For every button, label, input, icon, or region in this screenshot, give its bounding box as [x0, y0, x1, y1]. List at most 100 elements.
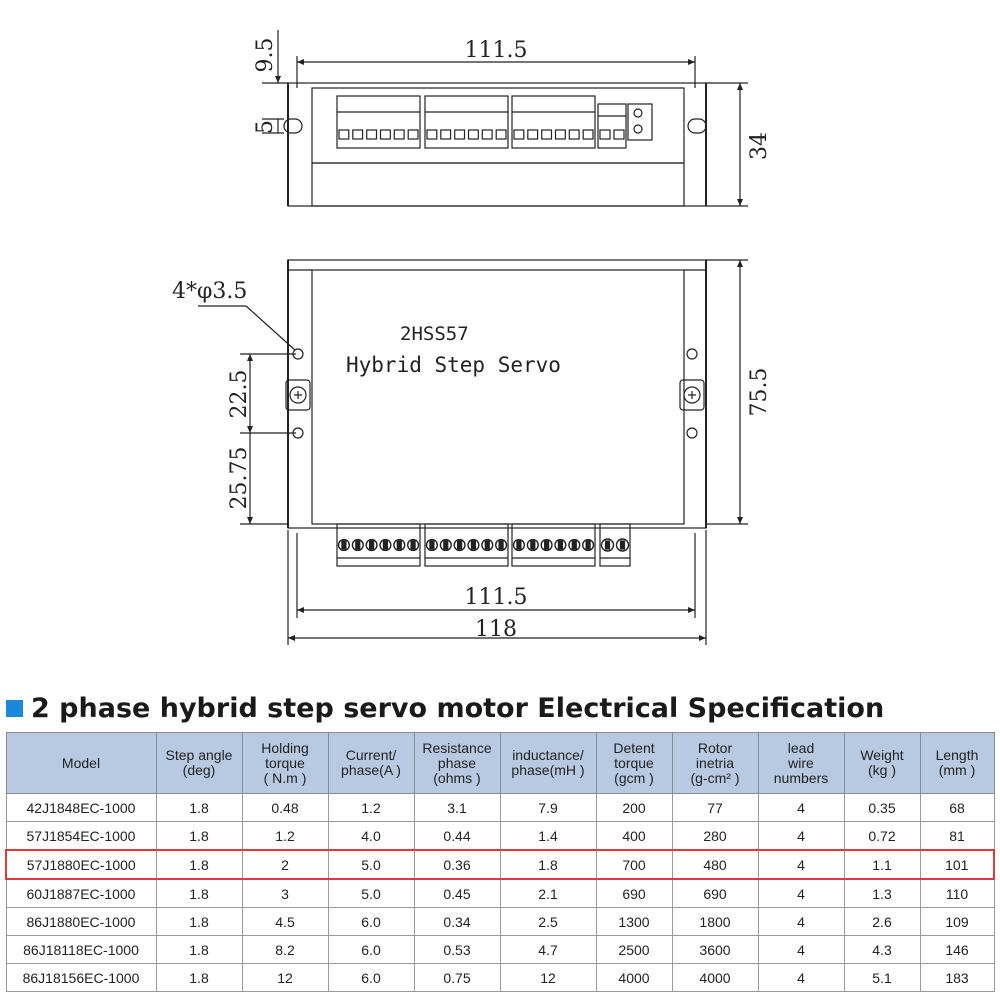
- value-cell: 6.0: [327, 935, 415, 964]
- value-cell: 690: [671, 878, 759, 908]
- terminal-screw: [554, 538, 567, 552]
- model-cell: 42J1848EC-1000: [5, 793, 157, 822]
- value-cell: 12: [499, 963, 597, 992]
- value-cell: 5.0: [327, 878, 415, 908]
- column-header-text: phase(A ): [341, 762, 401, 778]
- value-cell: 4: [757, 907, 845, 936]
- top-height-label: 34: [747, 132, 772, 160]
- terminal-screw: [425, 538, 439, 552]
- value-cell: 1.1: [843, 849, 921, 880]
- value-cell: 1.8: [155, 821, 243, 851]
- value-cell: 4000: [595, 963, 673, 992]
- terminal-screw: [393, 538, 406, 552]
- value-cell: 1.8: [155, 878, 243, 908]
- model-cell: 86J18118EC-1000: [5, 935, 157, 964]
- column-header-text: (mm ): [938, 762, 976, 778]
- terminal-pin: [338, 129, 350, 140]
- value-cell: 0.35: [843, 793, 921, 822]
- value-cell: 0.48: [241, 793, 329, 822]
- spec-heading: 2 phase hybrid step servo motor Electric…: [6, 688, 884, 728]
- terminal-screw: [481, 538, 494, 552]
- value-cell: 1.3: [843, 878, 921, 908]
- terminal-screw: [365, 538, 378, 552]
- column-header: inductance/phase(mH ): [499, 732, 597, 794]
- dimension-drawing: 111.5 9.5 5 34 4*φ3.5 2HSS57 Hybrid Step…: [172, 30, 772, 645]
- slot-label: 5: [253, 120, 278, 134]
- terminal-screw-slot: [457, 540, 463, 550]
- value-cell: 1.4: [499, 821, 597, 851]
- value-cell: 2.1: [499, 878, 597, 908]
- terminal-screw-slot: [619, 540, 626, 550]
- terminal-screw: [615, 538, 630, 552]
- column-header-text: torque: [614, 754, 654, 771]
- value-cell: 1.8: [155, 935, 243, 964]
- column-header-text: torque: [265, 754, 305, 771]
- value-cell: 400: [595, 821, 673, 851]
- terminal-screw-slot: [470, 540, 476, 550]
- spec-title: 2 phase hybrid step servo motor Electric…: [31, 692, 885, 724]
- inner-width-label: 111.5: [465, 585, 528, 610]
- top-width-label: 111.5: [465, 38, 528, 63]
- value-cell: 0.36: [413, 849, 501, 880]
- terminal-pin: [481, 129, 493, 140]
- terminal-screw-slot: [484, 540, 490, 550]
- value-cell: 0.34: [413, 907, 501, 936]
- terminal-pin: [541, 129, 553, 140]
- heading-bullet: [6, 699, 23, 717]
- value-cell: 1.8: [155, 963, 243, 992]
- hole-label: 4*φ3.5: [172, 279, 247, 304]
- value-cell: 0.44: [413, 821, 501, 851]
- value-cell: 183: [919, 963, 995, 992]
- value-cell: 146: [919, 935, 995, 964]
- value-cell: 1.8: [499, 849, 597, 880]
- model-label: 2HSS57: [400, 323, 469, 345]
- terminal-screw-slot: [498, 540, 504, 550]
- value-cell: 1800: [671, 907, 759, 936]
- terminal-screw: [512, 538, 526, 552]
- column-header-text: (ohms ): [433, 769, 481, 786]
- terminal-pin: [613, 129, 625, 140]
- terminal-pin: [467, 129, 479, 140]
- column-header-text: (gcm ): [614, 769, 654, 786]
- terminal-screw: [379, 538, 392, 552]
- value-cell: 4: [757, 849, 845, 880]
- value-cell: 0.45: [413, 878, 501, 908]
- value-cell: 5.0: [327, 849, 415, 880]
- terminal-pin: [366, 129, 378, 140]
- terminal-screw-slot: [369, 540, 375, 550]
- terminal-screw-slot: [410, 540, 416, 550]
- value-cell: 1.2: [241, 821, 329, 851]
- model-cell: 57J1854EC-1000: [5, 821, 157, 851]
- value-cell: 2.6: [843, 907, 921, 936]
- value-cell: 4: [757, 935, 845, 964]
- terminal-screw: [467, 538, 480, 552]
- column-header-text: inductance/: [512, 747, 584, 763]
- front-connector-pins: [337, 538, 630, 552]
- model-cell: 60J1887EC-1000: [5, 878, 157, 908]
- column-header: Weight(kg ): [843, 732, 921, 794]
- column-header-text: inetria: [695, 754, 735, 771]
- column-header-text: ( N.m ): [263, 769, 307, 786]
- value-cell: 6.0: [327, 907, 415, 936]
- terminal-pin: [393, 129, 405, 140]
- value-cell: 4: [757, 821, 845, 851]
- terminal-pin: [379, 129, 391, 140]
- column-header-text: Model: [61, 754, 101, 771]
- front-view: [198, 259, 748, 645]
- terminal-screw: [407, 538, 420, 552]
- terminal-screw-slot: [585, 540, 591, 550]
- column-header-text: (deg): [182, 762, 216, 778]
- terminal-screw: [439, 538, 452, 552]
- terminal-screw-slot: [355, 540, 361, 550]
- terminal-pin: [568, 129, 580, 140]
- terminal-screw: [495, 538, 508, 552]
